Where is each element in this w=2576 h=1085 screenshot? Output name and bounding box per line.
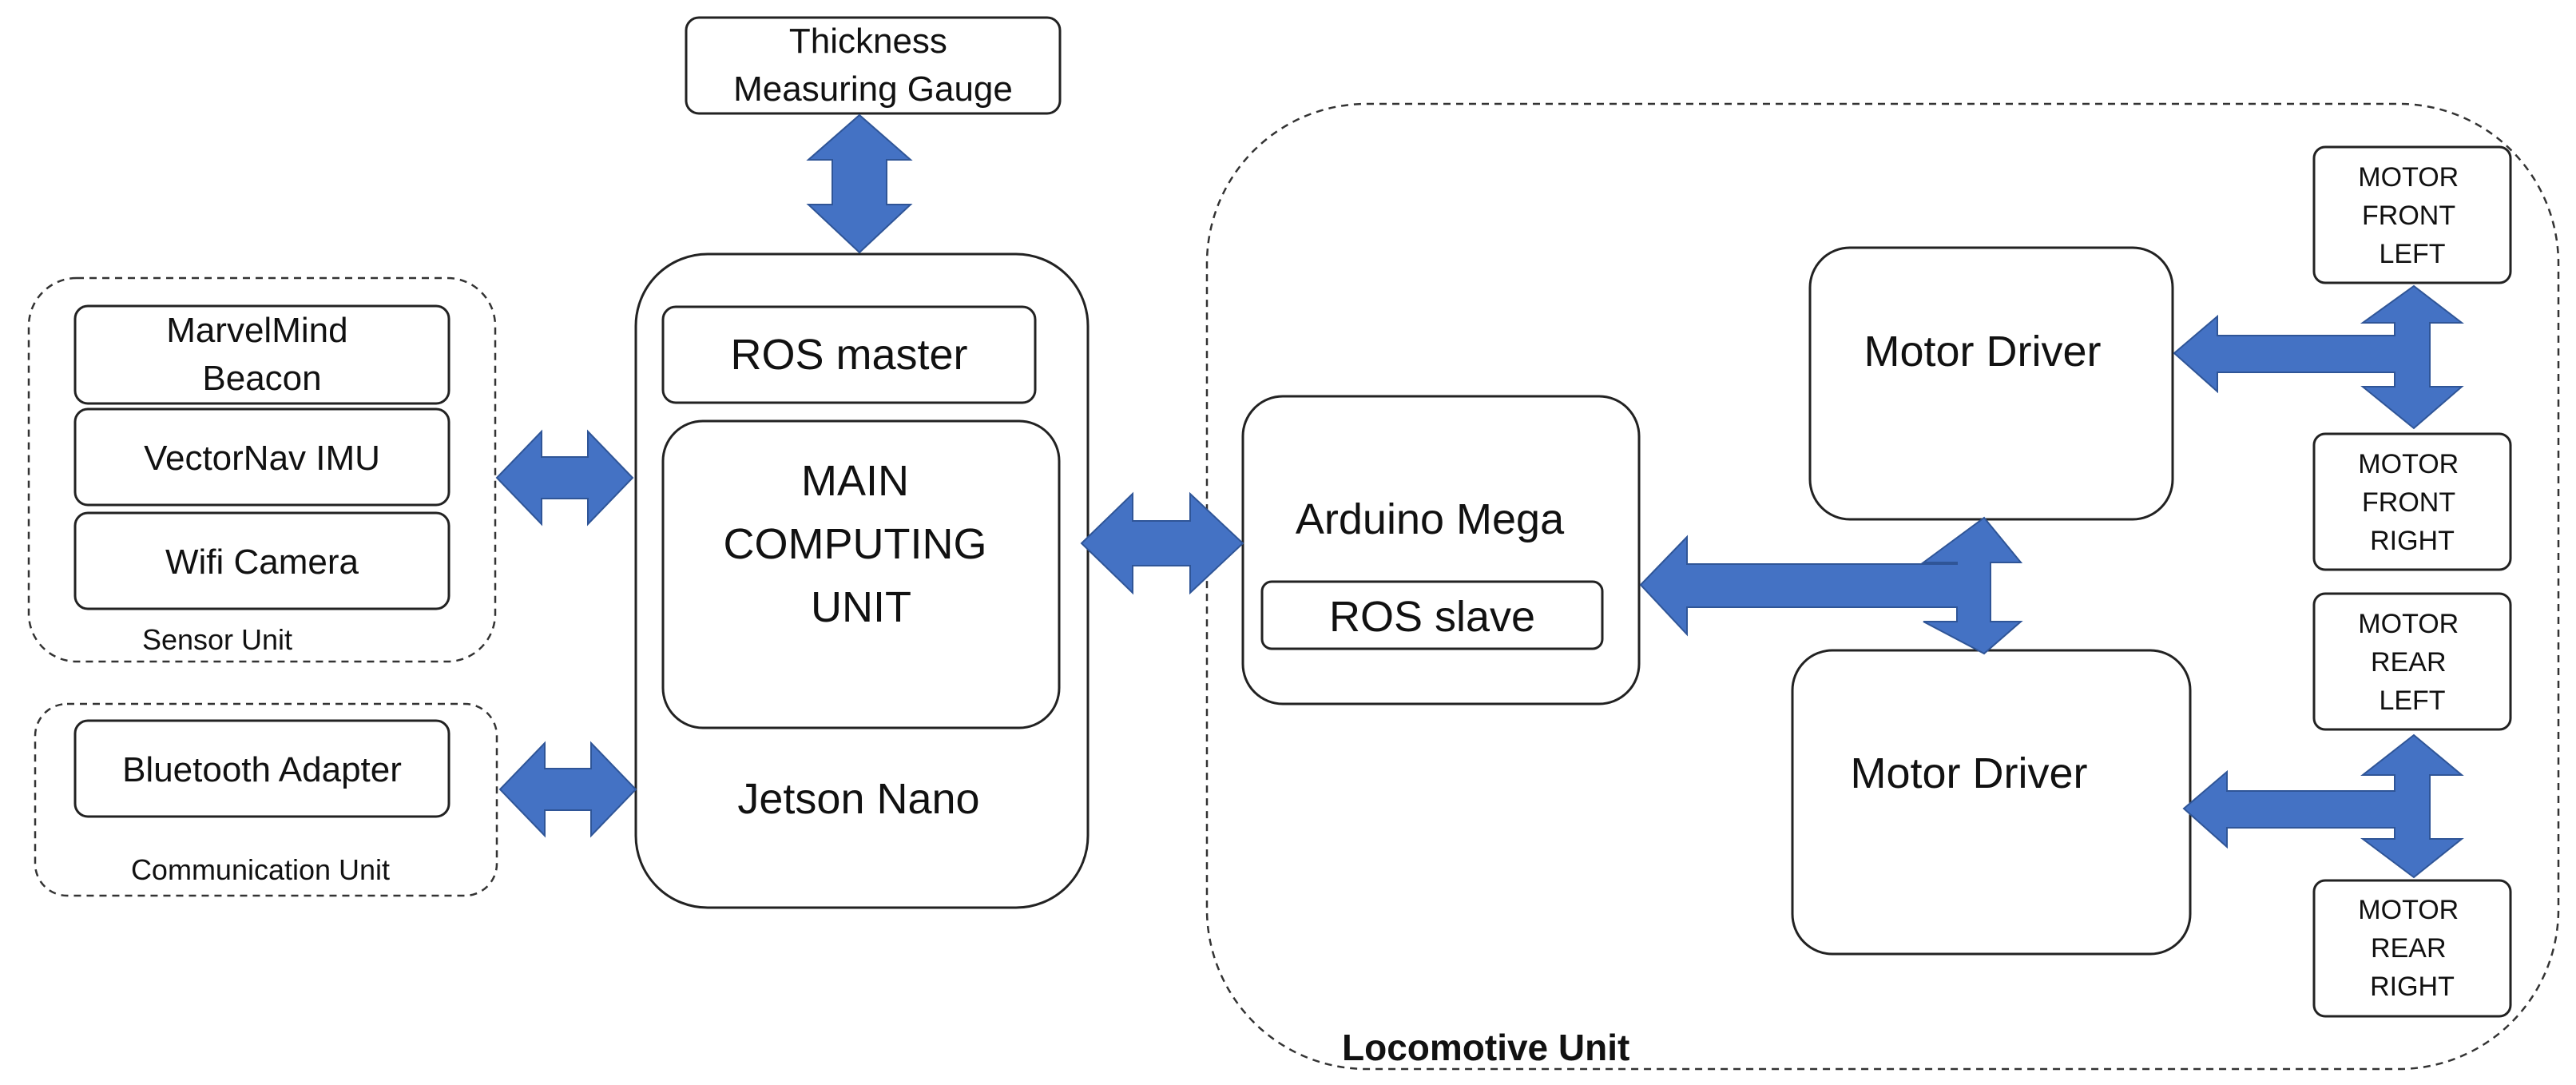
motor-front-right-box (2312, 432, 2512, 571)
marvelmind-beacon-box (73, 304, 451, 405)
sensor-unit-label: Sensor Unit (142, 623, 292, 656)
main-computing-unit-label: MAIN COMPUTING UNIT (723, 457, 998, 631)
motor-rear-right-box (2312, 879, 2512, 1018)
jetson-arduino-arrow (1080, 491, 1244, 595)
motor-rear-left-box (2312, 592, 2512, 731)
arduino-motor-drivers-arrow (1639, 516, 2023, 655)
wifi-camera-label: Wifi Camera (165, 542, 359, 582)
main-computing-unit-box (661, 419, 1061, 729)
ros-master-box (661, 305, 1037, 404)
arduino-mega-box (1241, 395, 1641, 705)
motor-driver-bottom-label: Motor Driver (1850, 749, 2087, 797)
ros-master-label: ROS master (730, 331, 967, 379)
vectornav-imu-label: VectorNav IMU (144, 439, 380, 478)
communication-unit-label: Communication Unit (131, 853, 390, 886)
motor-driver-top-label: Motor Driver (1864, 328, 2101, 376)
thickness-gauge-label: Thickness Measuring Gauge (733, 22, 1013, 109)
motor-rear-left-label: MOTOR REAR LEFT (2358, 609, 2466, 716)
vectornav-imu-box (73, 407, 451, 507)
motor-front-left-box (2312, 145, 2512, 284)
motor-driver-bottom-box (1791, 649, 2192, 956)
ros-slave-label: ROS slave (1329, 593, 1535, 641)
motor-driver-top-front-motors-arrow (2173, 284, 2464, 430)
marvelmind-beacon-label: MarvelMind Beacon (166, 311, 358, 398)
communication-jetson-arrow (498, 741, 637, 838)
gauge-jetson-arrow (806, 113, 913, 254)
motor-driver-top-box (1808, 246, 2174, 521)
bluetooth-adapter-label: Bluetooth Adapter (122, 750, 402, 789)
thickness-gauge-box (685, 16, 1062, 115)
arduino-mega-label: Arduino Mega (1296, 495, 1565, 543)
motor-driver-bottom-rear-motors-arrow (2182, 733, 2464, 879)
communication-unit-group (34, 702, 498, 897)
motor-front-right-label: MOTOR FRONT RIGHT (2358, 449, 2466, 556)
ros-slave-box (1260, 580, 1604, 650)
locomotive-unit-label: Locomotive Unit (1342, 1027, 1629, 1068)
motor-front-left-label: MOTOR FRONT LEFT (2358, 162, 2466, 269)
jetson-nano-label: Jetson Nano (737, 775, 979, 823)
wifi-camera-box (73, 511, 451, 610)
sensor-unit-group (27, 276, 497, 663)
bluetooth-adapter-box (73, 719, 451, 818)
locomotive-unit-group (1205, 102, 2560, 1071)
motor-rear-right-label: MOTOR REAR RIGHT (2358, 895, 2466, 1002)
sensor-jetson-arrow (495, 429, 634, 527)
